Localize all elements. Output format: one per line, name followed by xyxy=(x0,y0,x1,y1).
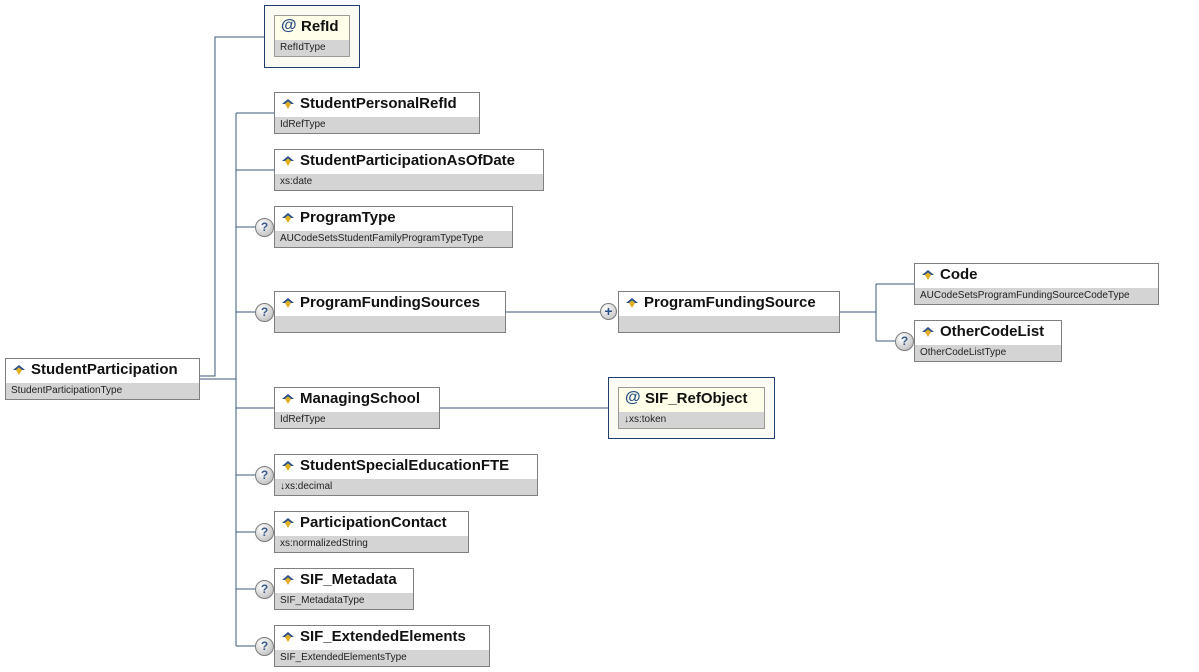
element-icon xyxy=(282,394,294,404)
refid-attribute-name: RefId xyxy=(301,18,339,35)
element-icon xyxy=(922,327,934,337)
element-type: SIF_MetadataType xyxy=(275,593,413,609)
optional-marker: ? xyxy=(895,332,914,351)
refid-attribute-box[interactable]: @ RefId RefIdType xyxy=(274,15,350,57)
element-box[interactable]: ProgramType AUCodeSetsStudentFamilyProgr… xyxy=(274,206,513,248)
element-name: ProgramType xyxy=(300,209,396,226)
element-box[interactable]: OtherCodeList OtherCodeListType xyxy=(914,320,1062,362)
element-box[interactable]: SIF_ExtendedElements SIF_ExtendedElement… xyxy=(274,625,490,667)
element-box[interactable]: ParticipationContact xs:normalizedString xyxy=(274,511,469,553)
element-box[interactable]: SIF_Metadata SIF_MetadataType xyxy=(274,568,414,610)
element-icon xyxy=(282,575,294,585)
element-box[interactable]: ProgramFundingSource xyxy=(618,291,840,333)
element-box[interactable]: StudentParticipationAsOfDate xs:date xyxy=(274,149,544,191)
root-element-type: StudentParticipationType xyxy=(6,383,199,399)
element-type: IdRefType xyxy=(275,117,479,133)
element-icon xyxy=(282,99,294,109)
optional-marker: ? xyxy=(255,580,274,599)
element-name: ProgramFundingSources xyxy=(300,294,481,311)
root-element-box[interactable]: StudentParticipation StudentParticipatio… xyxy=(5,358,200,400)
element-icon xyxy=(13,365,25,375)
element-type: SIF_ExtendedElementsType xyxy=(275,650,489,666)
sif-refobject-attribute-name: SIF_RefObject xyxy=(645,390,748,407)
element-box[interactable]: ManagingSchool IdRefType xyxy=(274,387,440,429)
element-icon xyxy=(282,632,294,642)
element-name: Code xyxy=(940,266,978,283)
optional-marker: ? xyxy=(255,523,274,542)
element-name: StudentPersonalRefId xyxy=(300,95,457,112)
element-icon xyxy=(282,518,294,528)
element-type: xs:date xyxy=(275,174,543,190)
refid-attribute-type: RefIdType xyxy=(275,40,349,56)
element-icon xyxy=(922,270,934,280)
element-box[interactable]: StudentSpecialEducationFTE ↓xs:decimal xyxy=(274,454,538,496)
element-type: IdRefType xyxy=(275,412,439,428)
optional-marker: ? xyxy=(255,637,274,656)
element-type xyxy=(275,316,505,332)
element-type: AUCodeSetsStudentFamilyProgramTypeType xyxy=(275,231,512,247)
element-type: OtherCodeListType xyxy=(915,345,1061,361)
element-name: ParticipationContact xyxy=(300,514,447,531)
expand-plus-icon[interactable]: + xyxy=(600,303,617,320)
sif-refobject-attribute-type: ↓xs:token xyxy=(619,412,764,428)
sif-refobject-attribute-box[interactable]: @ SIF_RefObject ↓xs:token xyxy=(618,387,765,429)
element-name: SIF_ExtendedElements xyxy=(300,628,466,645)
element-icon xyxy=(282,156,294,166)
element-name: SIF_Metadata xyxy=(300,571,397,588)
attribute-icon: @ xyxy=(625,389,641,406)
element-name: StudentSpecialEducationFTE xyxy=(300,457,510,474)
element-type: ↓xs:decimal xyxy=(275,479,537,495)
element-type xyxy=(619,316,839,332)
element-icon xyxy=(282,298,294,308)
element-type: xs:normalizedString xyxy=(275,536,468,552)
optional-marker: ? xyxy=(255,218,274,237)
element-box[interactable]: ProgramFundingSources xyxy=(274,291,506,333)
attribute-icon: @ xyxy=(281,17,297,34)
element-box[interactable]: Code AUCodeSetsProgramFundingSourceCodeT… xyxy=(914,263,1159,305)
element-name: OtherCodeList xyxy=(940,323,1045,340)
element-type: AUCodeSetsProgramFundingSourceCodeType xyxy=(915,288,1158,304)
element-name: ManagingSchool xyxy=(300,390,420,407)
optional-marker: ? xyxy=(255,303,274,322)
element-name: ProgramFundingSource xyxy=(644,294,816,311)
element-icon xyxy=(282,461,294,471)
optional-marker: ? xyxy=(255,466,274,485)
element-icon xyxy=(282,213,294,223)
element-box[interactable]: StudentPersonalRefId IdRefType xyxy=(274,92,480,134)
root-element-name: StudentParticipation xyxy=(31,361,178,378)
element-icon xyxy=(626,298,638,308)
element-name: StudentParticipationAsOfDate xyxy=(300,152,516,169)
